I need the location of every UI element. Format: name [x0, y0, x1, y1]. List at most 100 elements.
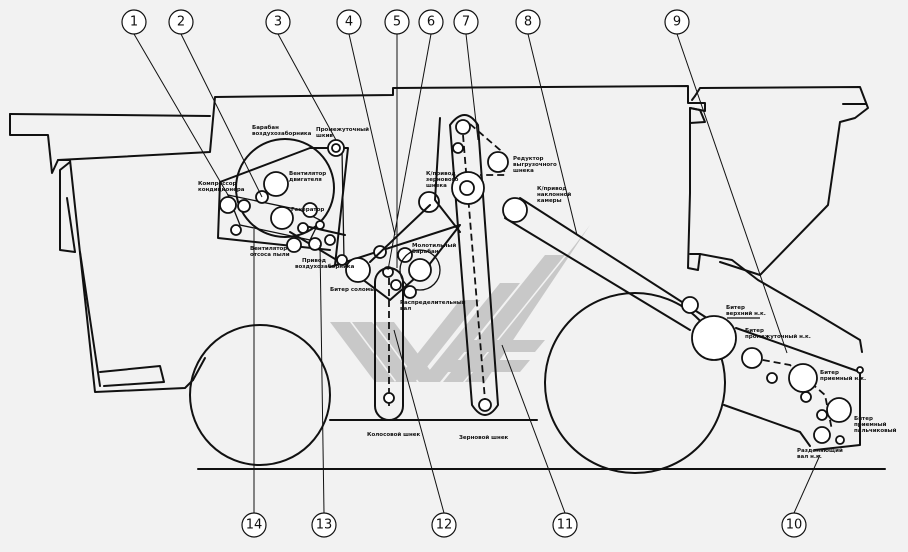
callout-10: 10 — [781, 454, 821, 538]
component-label: Вентилятор — [250, 246, 287, 252]
component-label: вал — [400, 306, 411, 312]
callout-number: 3 — [274, 15, 282, 30]
component-label: наклонной — [537, 191, 571, 198]
callout-number: 14 — [246, 518, 263, 533]
component-label: воздухозаборника — [295, 263, 355, 270]
component-label: камеры — [537, 198, 562, 204]
grain-elevator — [449, 114, 509, 416]
component-label: Генератор — [291, 207, 324, 213]
callout-11: 11 — [501, 344, 578, 538]
callout-circle — [168, 9, 194, 35]
component-label: Разделяющий — [797, 447, 843, 454]
callout-5: 5 — [384, 9, 410, 268]
callout-number: 5 — [393, 15, 401, 30]
callout-number: 2 — [177, 15, 185, 30]
tailings-elevator — [374, 267, 404, 421]
callout-circle — [515, 9, 541, 35]
callout-14: 14 — [241, 229, 267, 538]
component-label: зернового — [426, 177, 459, 183]
threshing-drive — [345, 117, 461, 299]
callout-circle — [418, 9, 444, 35]
component-label: Промежуточный — [316, 126, 369, 133]
component-label: воздухозаборника — [252, 130, 312, 137]
callout-number: 13 — [316, 518, 333, 533]
callout-circle — [265, 9, 291, 35]
component-label: двигателя — [289, 177, 322, 183]
callout-circle — [384, 9, 410, 35]
callout-number: 9 — [673, 15, 681, 30]
component-label: Битер — [726, 305, 745, 311]
component-label: Привод — [302, 258, 327, 264]
callout-leader-line — [465, 33, 479, 141]
callout-number: 7 — [462, 15, 470, 30]
callout-9: 9 — [664, 9, 788, 354]
callout-leader-line — [348, 33, 396, 236]
engine-pulleys — [219, 139, 348, 266]
callout-leader-line — [319, 244, 325, 514]
callout-leader-line — [180, 33, 263, 198]
callout-1: 1 — [121, 9, 229, 196]
component-label: приемный н.к. — [820, 375, 866, 382]
component-label: выгрузочного — [513, 162, 557, 168]
component-label: пальчиковый — [854, 427, 897, 434]
callout-circle — [336, 9, 362, 35]
component-label: шкив — [316, 133, 333, 139]
callout-circle — [781, 512, 807, 538]
callout-2: 2 — [168, 9, 263, 198]
callout-leader-line — [387, 33, 432, 271]
callout-leader-line — [527, 33, 578, 236]
callout-number: 12 — [436, 518, 453, 533]
callout-7: 7 — [453, 9, 479, 141]
component-label: Редуктор — [513, 156, 543, 162]
callout-number: 11 — [557, 518, 574, 533]
callout-circle — [121, 9, 147, 35]
component-label: барабан — [412, 248, 439, 255]
component-label: промежуточный н.к. — [745, 333, 811, 340]
callout-number: 1 — [130, 15, 138, 30]
header-assembly — [735, 327, 864, 451]
callout-circle — [311, 512, 337, 538]
component-label: Зерновой шнек — [459, 434, 509, 441]
callout-circle — [552, 512, 578, 538]
component-label: шнека — [426, 183, 447, 189]
component-label: Битер — [854, 416, 873, 422]
callout-13: 13 — [311, 244, 337, 538]
component-label: Барабан — [252, 124, 279, 131]
callout-leader-line — [277, 33, 337, 141]
callout-3: 3 — [265, 9, 337, 141]
component-label: К/привод — [426, 171, 456, 177]
component-label: Молотильный — [412, 242, 456, 249]
component-label: Распределительный — [400, 299, 466, 306]
callout-number: 4 — [345, 15, 353, 30]
component-label: Битер — [820, 370, 839, 376]
callout-circle — [431, 512, 457, 538]
callout-circle — [453, 9, 479, 35]
watermark-logo — [330, 225, 590, 382]
component-label: Вентилятор — [289, 171, 326, 177]
callout-leader-line — [793, 454, 821, 514]
component-label: Битер — [745, 328, 764, 334]
feeder-drive — [502, 197, 737, 361]
callout-circle — [664, 9, 690, 35]
callout-circle — [241, 512, 267, 538]
component-label: вал н.к. — [797, 454, 822, 460]
callout-4: 4 — [336, 9, 396, 236]
callout-leader-line — [676, 33, 788, 354]
callout-leader-line — [133, 33, 229, 196]
callout-8: 8 — [515, 9, 578, 236]
callout-6: 6 — [387, 9, 444, 271]
callout-leader-line — [501, 344, 566, 514]
front-wheel — [544, 292, 726, 474]
component-label: отсоса пыли — [250, 252, 290, 258]
component-label: Битер соломы — [330, 287, 375, 293]
component-label: кондиционера — [198, 187, 245, 193]
callout-number: 6 — [427, 15, 435, 30]
callout-number: 10 — [786, 518, 803, 533]
component-labels: БарабанвоздухозаборникаПромежуточныйшкив… — [198, 124, 897, 460]
component-label: шнека — [513, 168, 534, 174]
callout-leader-line — [393, 329, 445, 514]
component-label: Колосовой шнек — [367, 431, 421, 438]
callout-12: 12 — [393, 329, 457, 538]
